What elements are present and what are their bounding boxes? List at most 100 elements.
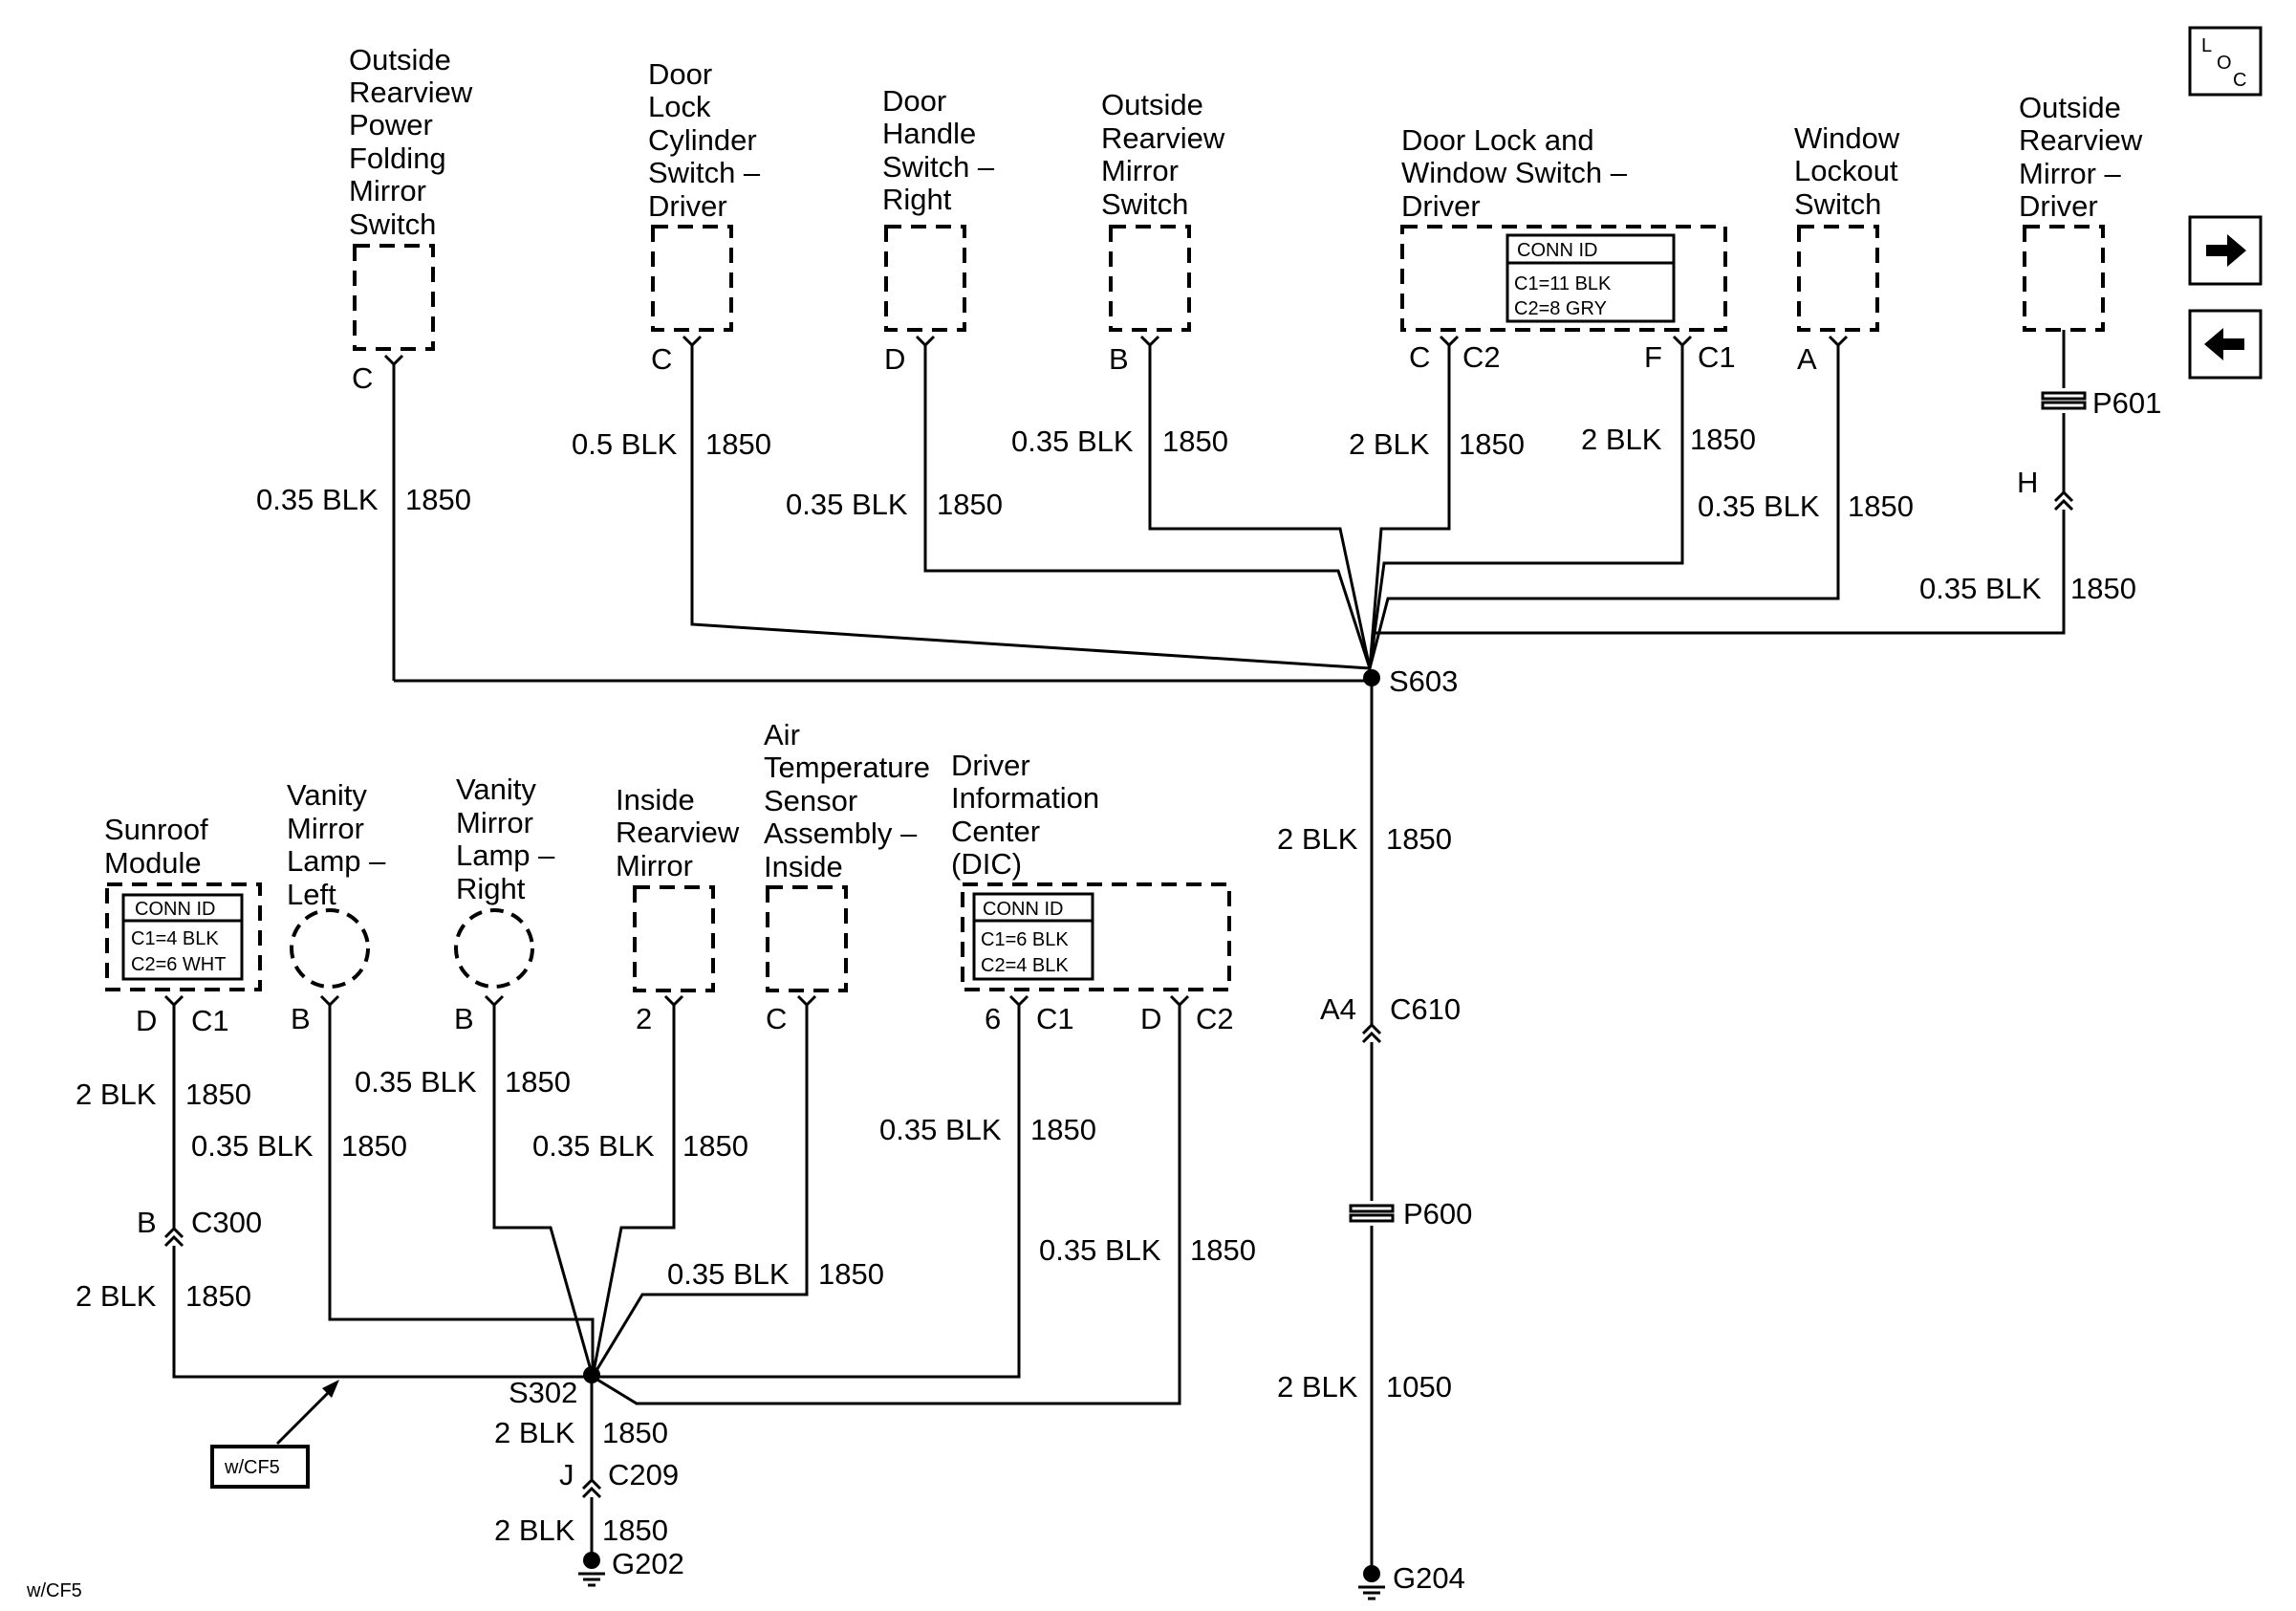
wire-size: 0.35 BLK [256,483,379,516]
vanity-left-bulb [290,908,370,989]
conn-id-line: C1=11 BLK [1514,273,1612,294]
dic-c2-wire [592,994,1190,1405]
driver-info-center: Driver Information Center (DIC) CONN ID … [592,749,1256,1405]
footnote: w/CF5 [26,1580,82,1601]
loc-letter: O [2217,53,2232,74]
c610-label: C610 [1390,992,1461,1026]
wire-size: 0.35 BLK [786,488,908,521]
outside-mirror-driver: Outside Rearview Mirror – Driver P601 H [1368,91,2161,669]
pin-label: C1 [1698,340,1736,374]
option-arrow-head [322,1380,339,1398]
c209-label: C209 [608,1458,679,1491]
p601-label: P601 [2092,386,2161,420]
vanity-left-label: Vanity Mirror Lamp – Left [287,778,394,911]
wire-size: 0.35 BLK [532,1129,655,1163]
wire-circuit: 1850 [185,1279,251,1313]
wire-circuit: 1850 [1030,1113,1096,1146]
next-page-button[interactable] [2188,215,2263,286]
g202-ground-icon [578,1552,605,1587]
sunroof-conn-id: CONN ID C1=4 BLK C2=6 WHT [121,893,244,981]
g204-label: G204 [1393,1561,1465,1595]
wire-size: 2 BLK [76,1279,157,1313]
p600-label: P600 [1403,1197,1472,1230]
outside-mirror-driver-label: Outside Rearview Mirror – Driver [2019,91,2151,223]
pin-label: B [137,1206,157,1239]
dic-label: Driver Information Center (DIC) [951,749,1108,881]
c300-label: C300 [191,1206,262,1239]
conn-id-title: CONN ID [983,899,1063,920]
wire-size: 2 BLK [494,1513,575,1547]
pin-label: F [1644,340,1662,374]
pin-label: C2 [1462,340,1501,374]
previous-page-button[interactable] [2188,309,2263,380]
p600-bar-bottom [1349,1213,1395,1223]
vanity-right-bulb [454,908,534,989]
wire-circuit: 1850 [505,1065,571,1099]
pin-label: D [884,342,905,376]
power-folding-wire [383,354,404,681]
door-lock-cylinder-label: Door Lock Cylinder Switch – Driver [648,57,769,223]
wire-circuit: 1850 [602,1513,668,1547]
door-lock-cylinder-switch: Door Lock Cylinder Switch – Driver C [648,57,1371,670]
wire-size: 2 BLK [76,1078,157,1111]
outside-mirror-switch-box [1109,225,1191,332]
wire-circuit: 1850 [602,1416,668,1449]
g204-ground-icon [1358,1565,1385,1600]
wire-circuit: 1850 [341,1129,407,1163]
pin-label: C2 [1196,1002,1234,1035]
dic-c1-wire [593,994,1029,1379]
wire-size: 2 BLK [1277,822,1358,856]
arrow-left-icon [2204,328,2244,360]
wire-size: 2 BLK [494,1416,575,1449]
wire-circuit: 1850 [2070,572,2136,605]
option-box [210,1445,310,1489]
g202-label: G202 [612,1547,684,1580]
location-button[interactable]: L O C [2188,26,2263,97]
loc-letter: L [2201,35,2212,56]
door-handle-switch: Door Handle Switch – Right D [882,84,1372,669]
option-callout: w/CF5 [210,1380,339,1489]
door-lock-cylinder-wire [682,335,1371,670]
conn-id-title: CONN ID [135,899,215,920]
pin-label: C [352,361,373,395]
wire-size: 2 BLK [1349,427,1430,461]
pin-label: J [559,1458,574,1491]
option-box-text: w/CF5 [224,1457,280,1478]
pin-label: B [1109,342,1129,376]
window-lockout-switch-label: Window Lockout Switch [1794,121,1908,221]
air-temp-sensor-label: Air Temperature Sensor Assembly – Inside [764,718,939,883]
top-wire-labels: 0.35 BLK 1850 0.5 BLK 1850 0.35 BLK 1850… [256,423,2136,605]
vanity-left-wire [319,994,595,1377]
window-lockout-switch-box [1797,225,1879,332]
loc-letter: C [2233,70,2246,91]
conn-id-line: C2=4 BLK [981,955,1069,976]
pin-label: C1 [1036,1002,1074,1035]
inside-mirror-label: Inside Rearview Mirror [616,783,747,882]
pin-label: A4 [1320,992,1356,1026]
conn-id-table: CONN ID C1=11 BLK C2=8 GRY [1505,233,1676,323]
p600-connector [1349,1204,1395,1223]
vanity-right-wire [484,994,595,1378]
wire-circuit: 1850 [185,1078,251,1111]
door-lock-window-switch-box [1400,225,1727,332]
pin-label: C1 [191,1004,229,1037]
wire-circuit: 1850 [1386,822,1452,856]
wire-size: 0.35 BLK [1011,425,1134,458]
outside-mirror-switch-wire [1139,335,1372,669]
wire-circuit: 1850 [1190,1233,1256,1267]
s302-splice: S302 2 BLK 1850 J C209 2 BLK 1850 G202 [494,1366,684,1587]
wire-circuit: 1850 [1162,425,1228,458]
pin-label: 2 [636,1002,652,1035]
door-handle-switch-box [884,225,966,332]
sunroof-module: Sunroof Module CONN ID C1=4 BLK C2=6 WHT… [76,813,593,1379]
dlw-c2-wire [1368,335,1460,669]
inside-rearview-mirror: Inside Rearview Mirror 2 0.35 BLK 1850 [532,783,748,1378]
wire-size: 0.35 BLK [1039,1233,1161,1267]
conn-id-line: C2=8 GRY [1514,298,1607,319]
outside-mirror-driver-box [2023,225,2105,332]
pin-label: B [291,1002,311,1035]
pin-label: C [1409,340,1430,374]
power-folding-switch-box [353,244,435,351]
pin-label: D [136,1004,157,1037]
